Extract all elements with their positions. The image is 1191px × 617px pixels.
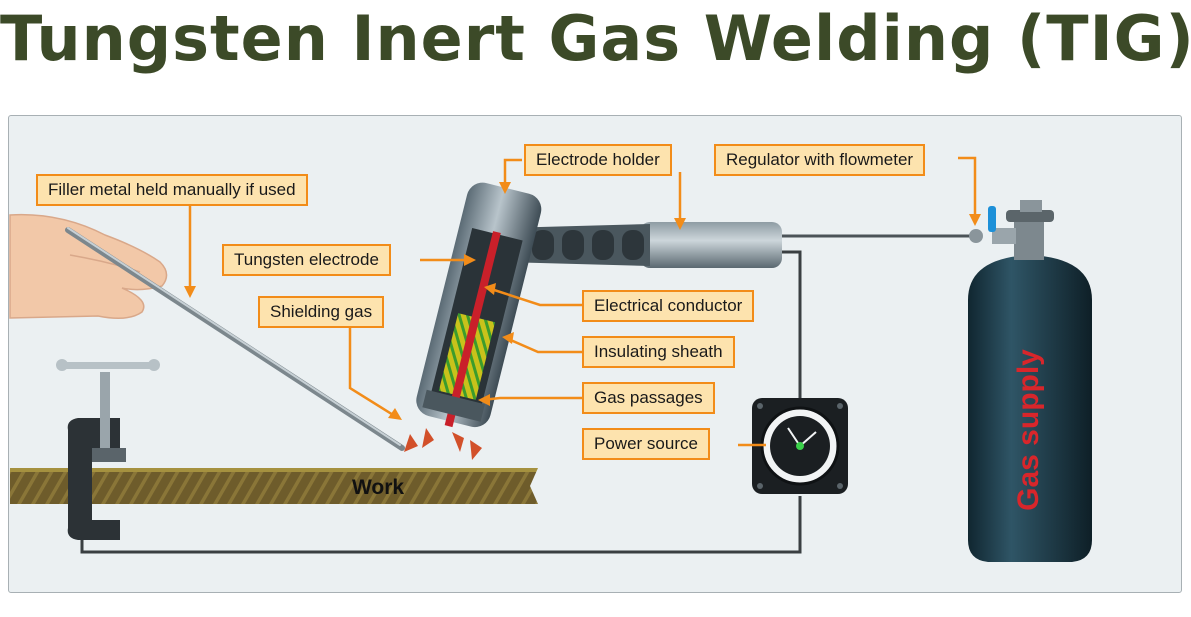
filler-rod <box>65 227 405 451</box>
callout-regulator: Regulator with flowmeter <box>714 144 926 176</box>
callout-electrode-holder: Electrode holder <box>524 144 672 176</box>
callout-power-source: Power source <box>582 428 710 460</box>
callout-insulating-sheath: Insulating sheath <box>582 336 735 368</box>
callout-filler-metal: Filler metal held manually if used <box>36 174 308 206</box>
callout-tungsten-electrode: Tungsten electrode <box>222 244 391 276</box>
shielding-gas-arrows <box>404 428 482 460</box>
callout-arrowheads <box>184 182 981 420</box>
callout-electrical-conductor: Electrical conductor <box>582 290 755 322</box>
page-title: Tungsten Inert Gas Welding (TIG) <box>0 2 1191 75</box>
gas-supply-label: Gas supply <box>1012 349 1045 511</box>
work-label: Work <box>352 476 404 499</box>
gas-cylinder <box>968 200 1092 562</box>
callout-shielding-gas: Shielding gas <box>258 296 385 328</box>
work-piece <box>10 468 538 504</box>
power-source-meter <box>752 398 848 494</box>
c-clamp <box>56 359 160 540</box>
electrode-holder-illustration <box>416 182 782 428</box>
callout-gas-passages: Gas passages <box>582 382 715 414</box>
hand-illustration <box>9 213 168 319</box>
callout-leaders <box>188 156 977 447</box>
